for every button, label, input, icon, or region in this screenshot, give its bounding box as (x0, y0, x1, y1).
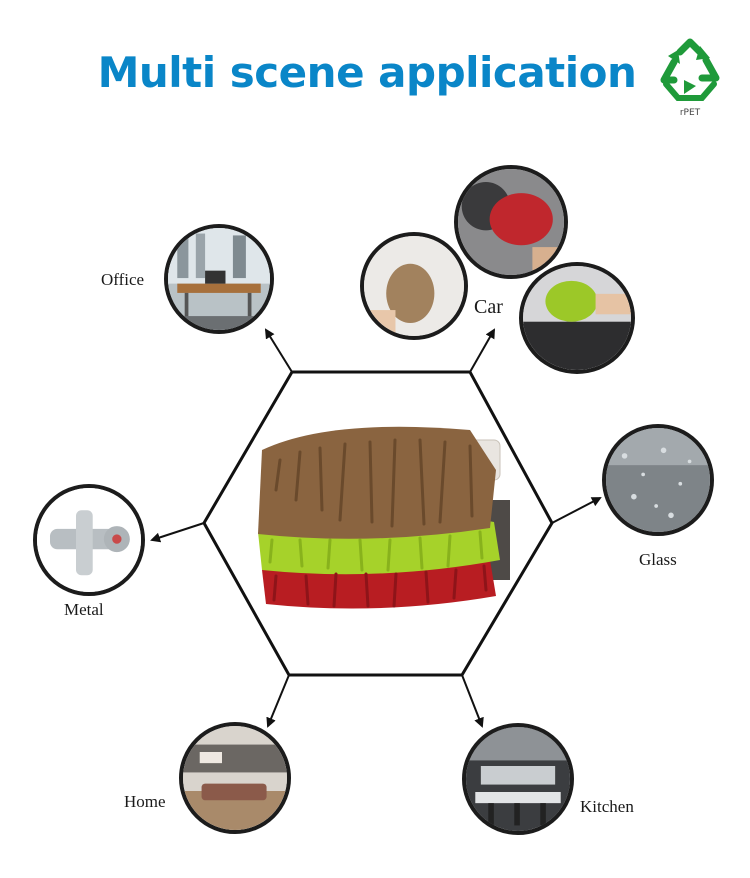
car-photo-red-mitt (454, 165, 568, 279)
kitchen-photo (462, 723, 574, 835)
car-scene-icon (523, 266, 631, 370)
home-scene-icon (183, 726, 287, 830)
kitchen-scene-icon (466, 727, 570, 831)
connector-kitchen (461, 674, 484, 728)
connector-office (264, 328, 293, 373)
car-photo-brown-mitt (360, 232, 468, 340)
chenille-mitt-stack-icon (258, 426, 510, 609)
scene-label-glass: Glass (639, 550, 677, 569)
car-photo-green-mitt (519, 262, 635, 374)
car-scene-icon (364, 236, 464, 336)
connector-home (266, 674, 290, 728)
badge-label: rPET (679, 108, 701, 118)
scene-label-kitchen: Kitchen (580, 797, 634, 816)
glass-scene-icon (606, 428, 710, 532)
metal-photo (33, 484, 145, 596)
car-scene-icon (458, 169, 564, 275)
connector-glass (551, 497, 602, 524)
rpet-badge: rPET (656, 38, 724, 120)
office-scene-icon (168, 228, 270, 330)
connector-car (469, 328, 495, 373)
connector-metal (150, 522, 205, 543)
glass-photo (602, 424, 714, 536)
metal-scene-icon (37, 488, 141, 592)
scene-label-home: Home (124, 792, 166, 811)
scene-label-car: Car (474, 296, 503, 318)
scene-label-metal: Metal (64, 600, 104, 619)
recycle-icon (660, 38, 720, 101)
home-photo (179, 722, 291, 834)
office-photo (164, 224, 274, 334)
page-title: Multi scene application (97, 48, 637, 97)
scene-label-office: Office (101, 270, 145, 289)
